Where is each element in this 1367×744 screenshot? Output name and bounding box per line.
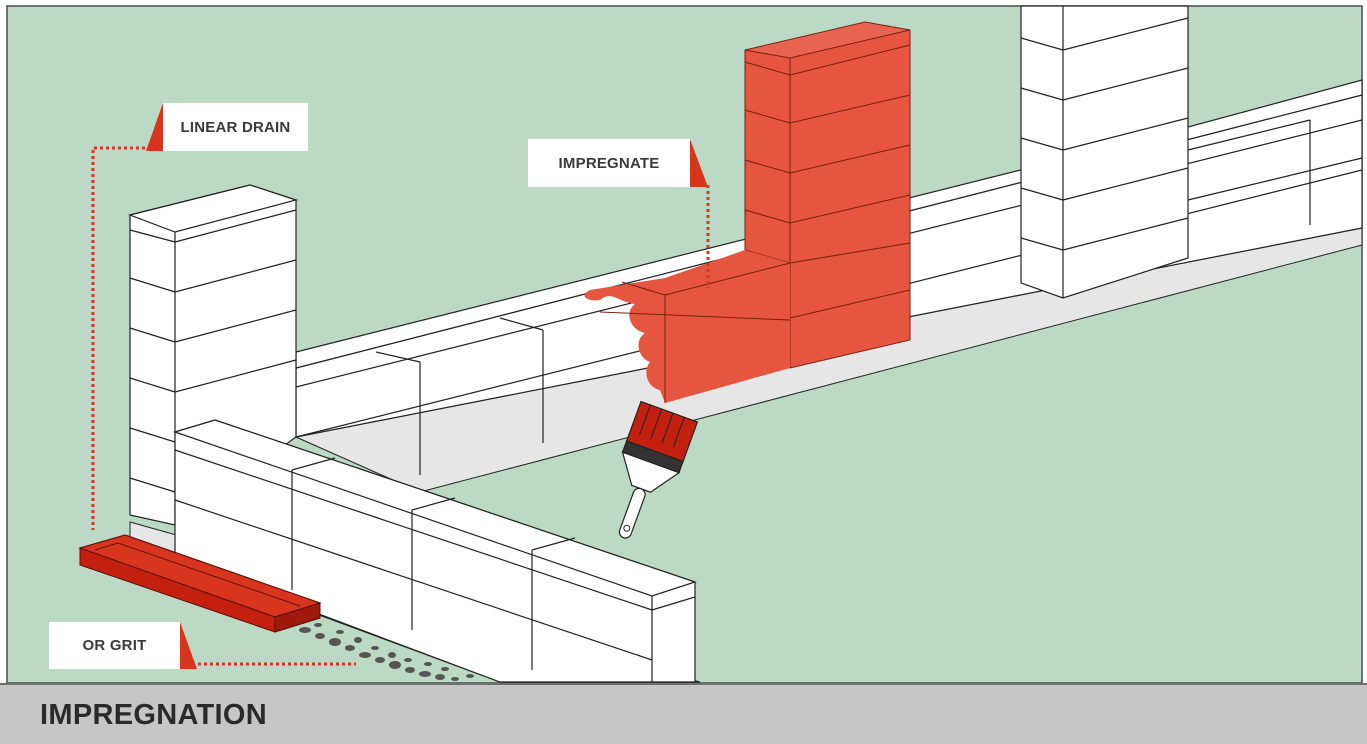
painted-wall-area: [584, 250, 790, 403]
callout-flag-icon: [690, 139, 708, 187]
linear-drain-label: LINEAR DRAIN: [163, 103, 308, 151]
right-pillar: [1020, 5, 1363, 299]
callout-leaders: [91, 146, 710, 666]
paint-brush-icon: [618, 400, 699, 539]
callout-flag-icon: [146, 103, 163, 151]
painted-wall-lines: [599, 262, 791, 403]
callout-flag-icon: [180, 622, 197, 669]
footer-bar: IMPREGNATION: [0, 683, 1367, 744]
linear-drain: [78, 534, 322, 633]
page-title: IMPREGNATION: [40, 699, 268, 731]
front-wall: [173, 419, 697, 683]
or-grit-label: OR GRIT: [49, 622, 180, 669]
grit-gravel: [285, 613, 474, 681]
impregnate-label: IMPREGNATE: [528, 139, 690, 187]
